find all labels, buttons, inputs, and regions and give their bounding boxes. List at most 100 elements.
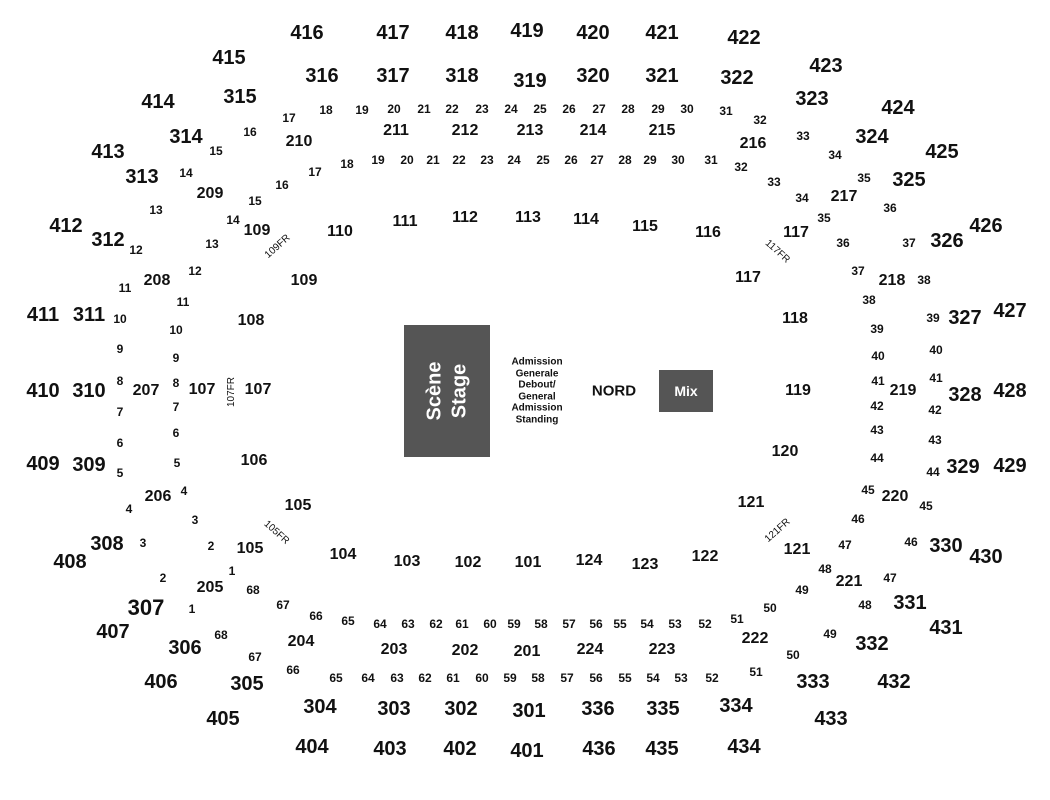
section-306[interactable]: 306	[168, 637, 202, 659]
section-435[interactable]: 435	[645, 738, 679, 760]
section-314[interactable]: 314	[169, 126, 203, 148]
section-424[interactable]: 424	[881, 97, 915, 119]
section-411[interactable]: 411	[26, 304, 60, 326]
section-332[interactable]: 332	[855, 633, 889, 655]
section-312[interactable]: 312	[91, 229, 125, 251]
section-204[interactable]: 204	[287, 633, 315, 650]
section-108[interactable]: 108	[237, 312, 265, 329]
section-207[interactable]: 207	[132, 382, 160, 399]
section-426[interactable]: 426	[969, 215, 1003, 237]
section-113[interactable]: 113	[515, 209, 541, 226]
section-116[interactable]: 116	[695, 224, 721, 241]
section-418[interactable]: 418	[445, 22, 479, 44]
section-333[interactable]: 333	[796, 671, 830, 693]
general-admission-label[interactable]: Admission Generale Debout/ General Admis…	[511, 357, 562, 426]
section-220[interactable]: 220	[881, 488, 909, 505]
section-103[interactable]: 103	[393, 553, 421, 570]
section-104[interactable]: 104	[329, 546, 357, 563]
section-420[interactable]: 420	[576, 22, 610, 44]
section-218[interactable]: 218	[878, 272, 906, 289]
section-408[interactable]: 408	[53, 551, 87, 573]
section-315[interactable]: 315	[223, 86, 257, 108]
section-222[interactable]: 222	[741, 630, 769, 647]
section-213[interactable]: 213	[516, 122, 544, 139]
section-414[interactable]: 414	[141, 91, 175, 113]
section-321[interactable]: 321	[645, 65, 679, 87]
section-118[interactable]: 118	[782, 310, 808, 327]
section-308[interactable]: 308	[90, 533, 124, 555]
section-328[interactable]: 328	[948, 384, 982, 406]
section-102[interactable]: 102	[454, 554, 482, 571]
section-428[interactable]: 428	[993, 380, 1027, 402]
section-406[interactable]: 406	[144, 671, 178, 693]
section-331[interactable]: 331	[893, 592, 927, 614]
section-423[interactable]: 423	[809, 55, 843, 77]
section-407[interactable]: 407	[96, 621, 130, 643]
section-310[interactable]: 310	[72, 380, 106, 402]
section-304[interactable]: 304	[303, 696, 337, 718]
section-206[interactable]: 206	[144, 488, 172, 505]
section-202[interactable]: 202	[451, 642, 479, 659]
section-205[interactable]: 205	[196, 579, 224, 596]
section-217[interactable]: 217	[830, 188, 858, 205]
section-117[interactable]: 117	[735, 269, 761, 286]
section-123[interactable]: 123	[631, 556, 659, 573]
section-224[interactable]: 224	[576, 641, 604, 658]
section-430[interactable]: 430	[969, 546, 1003, 568]
section-324[interactable]: 324	[855, 126, 889, 148]
section-120[interactable]: 120	[771, 443, 799, 460]
section-305[interactable]: 305	[230, 673, 264, 695]
section-201[interactable]: 201	[513, 643, 541, 660]
section-208[interactable]: 208	[143, 272, 171, 289]
section-403[interactable]: 403	[373, 738, 407, 760]
section-101[interactable]: 101	[514, 554, 542, 571]
section-320[interactable]: 320	[576, 65, 610, 87]
section-327[interactable]: 327	[948, 307, 982, 329]
section-107[interactable]: 107	[188, 381, 216, 398]
section-431[interactable]: 431	[929, 617, 963, 639]
section-209[interactable]: 209	[196, 185, 224, 202]
section-336[interactable]: 336	[581, 698, 615, 720]
section-401[interactable]: 401	[510, 740, 544, 762]
section-109[interactable]: 109	[243, 222, 271, 239]
section-316[interactable]: 316	[305, 65, 339, 87]
section-107[interactable]: 107	[244, 381, 272, 398]
section-425[interactable]: 425	[925, 141, 959, 163]
section-105[interactable]: 105	[236, 540, 264, 557]
section-114[interactable]: 114	[573, 211, 599, 228]
section-335[interactable]: 335	[646, 698, 680, 720]
section-115[interactable]: 115	[632, 218, 658, 235]
section-317[interactable]: 317	[376, 65, 410, 87]
section-429[interactable]: 429	[993, 455, 1027, 477]
section-219[interactable]: 219	[889, 382, 917, 399]
section-111[interactable]: 111	[392, 213, 418, 230]
section-405[interactable]: 405	[206, 708, 240, 730]
section-214[interactable]: 214	[579, 122, 607, 139]
section-416[interactable]: 416	[290, 22, 324, 44]
section-325[interactable]: 325	[892, 169, 926, 191]
section-434[interactable]: 434	[727, 736, 761, 758]
section-409[interactable]: 409	[26, 453, 60, 475]
section-215[interactable]: 215	[648, 122, 676, 139]
section-412[interactable]: 412	[49, 215, 83, 237]
section-303[interactable]: 303	[377, 698, 411, 720]
section-311[interactable]: 311	[72, 304, 106, 326]
section-211[interactable]: 211	[383, 122, 409, 139]
section-301[interactable]: 301	[512, 700, 546, 722]
section-309[interactable]: 309	[72, 454, 106, 476]
section-417[interactable]: 417	[376, 22, 410, 44]
section-329[interactable]: 329	[946, 456, 980, 478]
section-323[interactable]: 323	[795, 88, 829, 110]
section-216[interactable]: 216	[739, 135, 767, 152]
section-119[interactable]: 119	[785, 382, 811, 399]
section-433[interactable]: 433	[814, 708, 848, 730]
section-112[interactable]: 112	[452, 209, 478, 226]
section-212[interactable]: 212	[451, 122, 479, 139]
section-223[interactable]: 223	[648, 641, 676, 658]
section-319[interactable]: 319	[513, 70, 547, 92]
section-307[interactable]: 307	[127, 595, 165, 620]
section-402[interactable]: 402	[443, 738, 477, 760]
section-427[interactable]: 427	[993, 300, 1027, 322]
section-404[interactable]: 404	[295, 736, 329, 758]
section-419[interactable]: 419	[510, 20, 544, 42]
